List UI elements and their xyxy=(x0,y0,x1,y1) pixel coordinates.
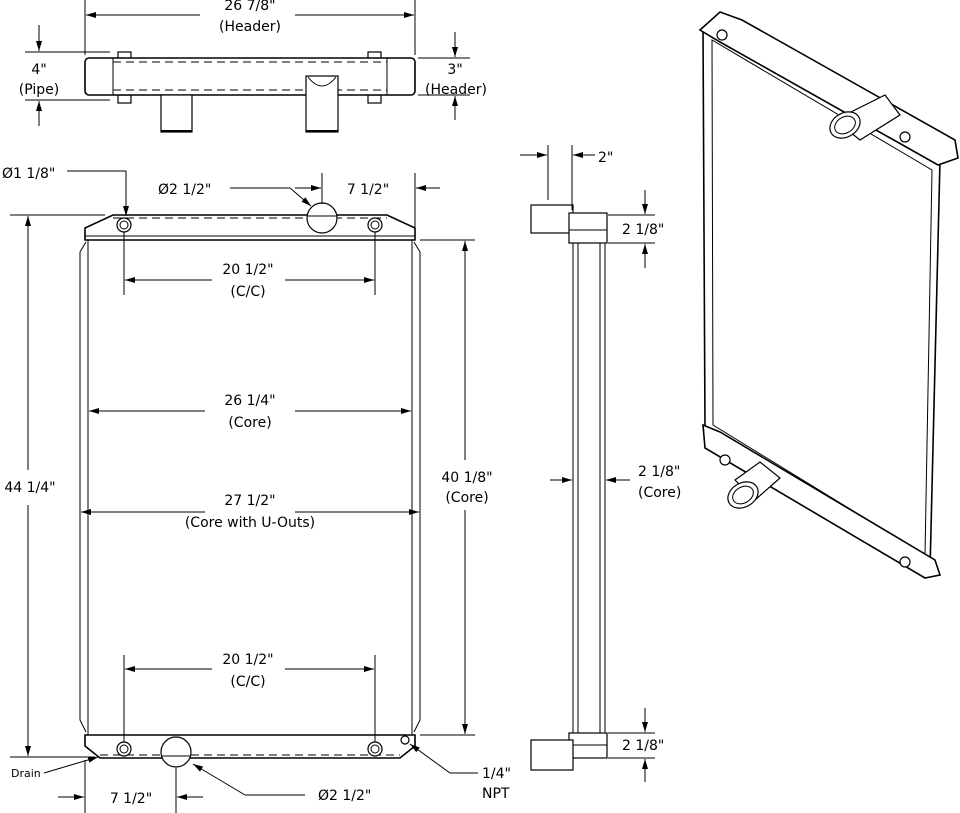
core-depth-dim: 2 1/8" xyxy=(638,464,680,480)
overall-height-dim: 44 1/4" xyxy=(4,480,55,496)
outlet-dia-dim: Ø2 1/2" xyxy=(318,788,371,804)
core-height-note: (Core) xyxy=(445,490,488,506)
header-height-dim: 3" xyxy=(447,62,462,78)
bottom-tank-dim: 2 1/8" xyxy=(622,738,664,754)
header-width-note: (Header) xyxy=(219,19,281,35)
drain-label: Drain xyxy=(11,767,41,780)
top-tank-dim: 2 1/8" xyxy=(622,222,664,238)
core-width-dim: 26 1/4" xyxy=(224,393,275,409)
top-cc-note: (C/C) xyxy=(230,284,265,300)
mount-hole-dim: Ø1 1/8" xyxy=(2,166,55,182)
bottom-cc-dim: 20 1/2" xyxy=(222,652,273,668)
pipe-offset-dim: 2" xyxy=(598,150,613,166)
header-height-note: (Header) xyxy=(425,82,487,98)
npt-size: 1/4" xyxy=(482,766,511,782)
front-view: 44 1/4" 40 1/8" (Core) 20 1/2" (C/C) 26 … xyxy=(2,166,511,813)
outlet-offset-dim: 7 1/2" xyxy=(110,791,152,807)
core-uouts-dim: 27 1/2" xyxy=(224,493,275,509)
top-view: 26 7/8" (Header) 4" (Pipe) 3" (Header) xyxy=(19,0,487,133)
inlet-dia-dim: Ø2 1/2" xyxy=(158,182,211,198)
npt-note: NPT xyxy=(482,786,510,802)
core-uouts-note: (Core with U-Outs) xyxy=(185,515,315,531)
bottom-cc-note: (C/C) xyxy=(230,674,265,690)
isometric-view xyxy=(698,11,959,579)
core-height-dim: 40 1/8" xyxy=(441,470,492,486)
pipe-height-dim: 4" xyxy=(31,62,46,78)
pipe-note: (Pipe) xyxy=(19,82,59,98)
core-width-note: (Core) xyxy=(228,415,271,431)
inlet-offset-dim: 7 1/2" xyxy=(347,182,389,198)
top-cc-dim: 20 1/2" xyxy=(222,262,273,278)
core-depth-note: (Core) xyxy=(638,485,681,501)
header-width-dim: 26 7/8" xyxy=(224,0,275,14)
side-view: 2" 2 1/8" 2 1/8" (Core) 2 1/8" xyxy=(520,145,681,782)
